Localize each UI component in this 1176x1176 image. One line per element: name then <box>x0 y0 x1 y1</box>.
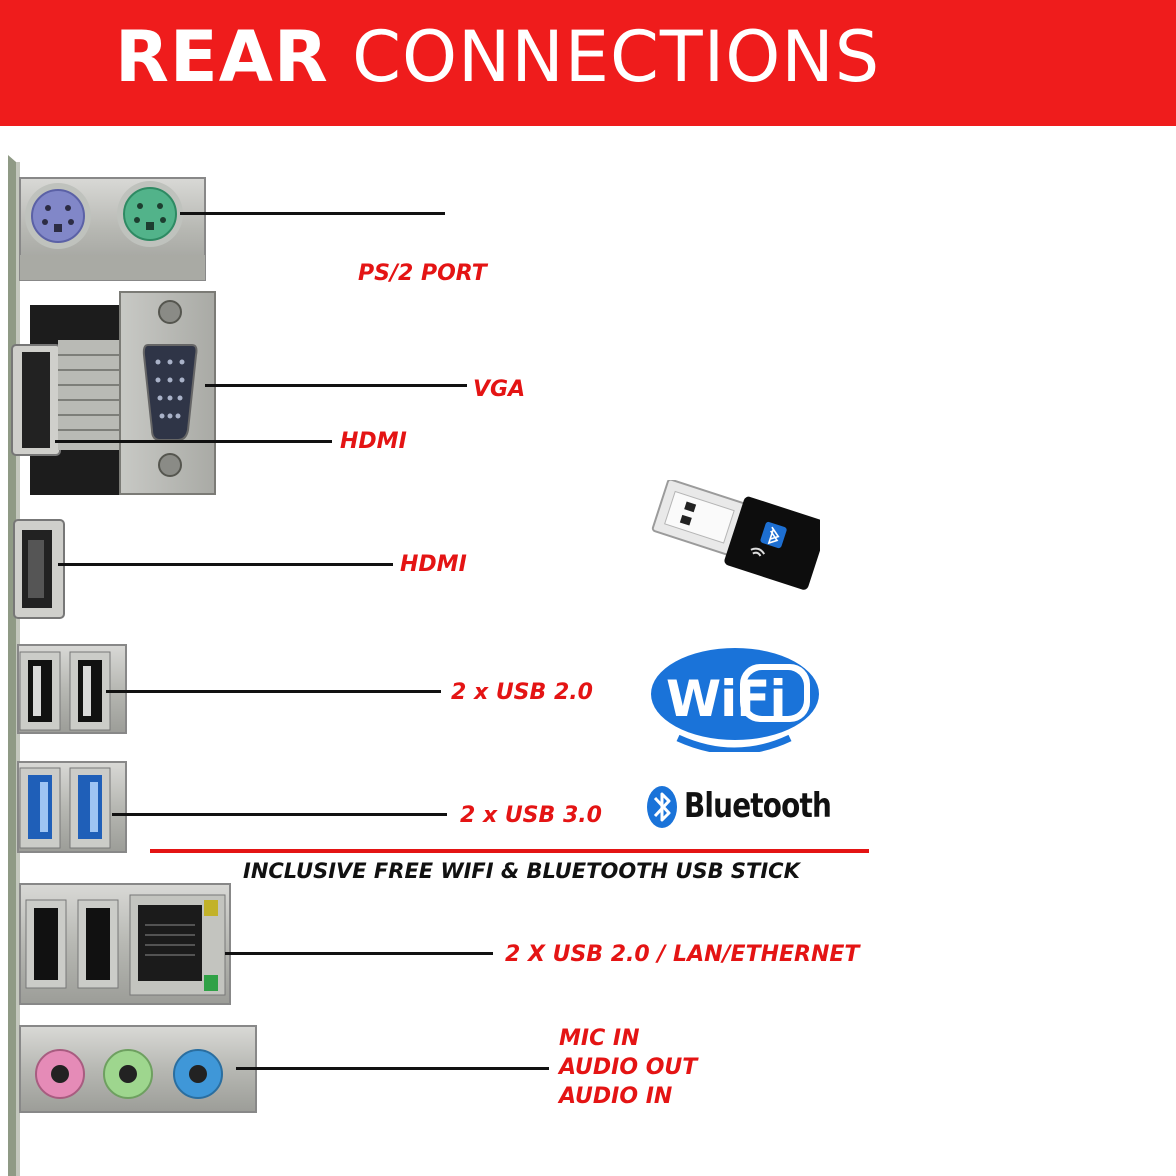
bluetooth-logo <box>647 786 677 828</box>
leader-line-usb-lan <box>225 952 493 955</box>
label-hdmi-1: HDMI <box>340 429 407 454</box>
usb-dongle-image <box>651 480 820 590</box>
label-audio-out: AUDIO OUT <box>559 1055 698 1080</box>
leader-line-usb20 <box>106 690 441 693</box>
wifi-logo <box>651 648 819 752</box>
page-title: REAR CONNECTIONS <box>115 14 880 100</box>
hdmi-port-2 <box>13 519 65 619</box>
usb20-ports <box>17 644 127 734</box>
label-mic-in: MIC IN <box>559 1026 640 1051</box>
vga-hdmi-ports <box>11 291 216 495</box>
bluetooth-logo-text: Bluetooth <box>684 786 832 826</box>
leader-line-hdmi-1 <box>55 440 332 443</box>
label-usb20: 2 x USB 2.0 <box>451 680 593 705</box>
label-usb30: 2 x USB 3.0 <box>460 803 602 828</box>
label-usb-lan: 2 X USB 2.0 / LAN/ETHERNET <box>505 942 860 967</box>
separator-line <box>150 849 869 853</box>
leader-line-hdmi-2 <box>58 563 393 566</box>
leader-line-vga <box>205 384 467 387</box>
header-banner <box>0 0 1176 126</box>
leader-line-ps2 <box>180 212 445 215</box>
leader-line-usb30 <box>112 813 447 816</box>
label-hdmi-2: HDMI <box>400 552 467 577</box>
title-bold: REAR <box>115 16 329 98</box>
usb30-ports <box>17 761 127 853</box>
ps2-ports <box>19 177 206 281</box>
title-rest: CONNECTIONS <box>352 16 881 98</box>
label-audio-in: AUDIO IN <box>559 1084 673 1109</box>
usb-lan-ports <box>19 883 231 1005</box>
label-ps2-port: PS/2 PORT <box>358 261 487 286</box>
wifi-logo-text: WiFi <box>666 670 787 728</box>
leader-line-audio <box>236 1067 549 1070</box>
wifi-bluetooth-note: INCLUSIVE FREE WIFI & BLUETOOTH USB STIC… <box>243 859 800 883</box>
label-vga: VGA <box>473 377 526 402</box>
audio-jacks <box>19 1025 257 1113</box>
